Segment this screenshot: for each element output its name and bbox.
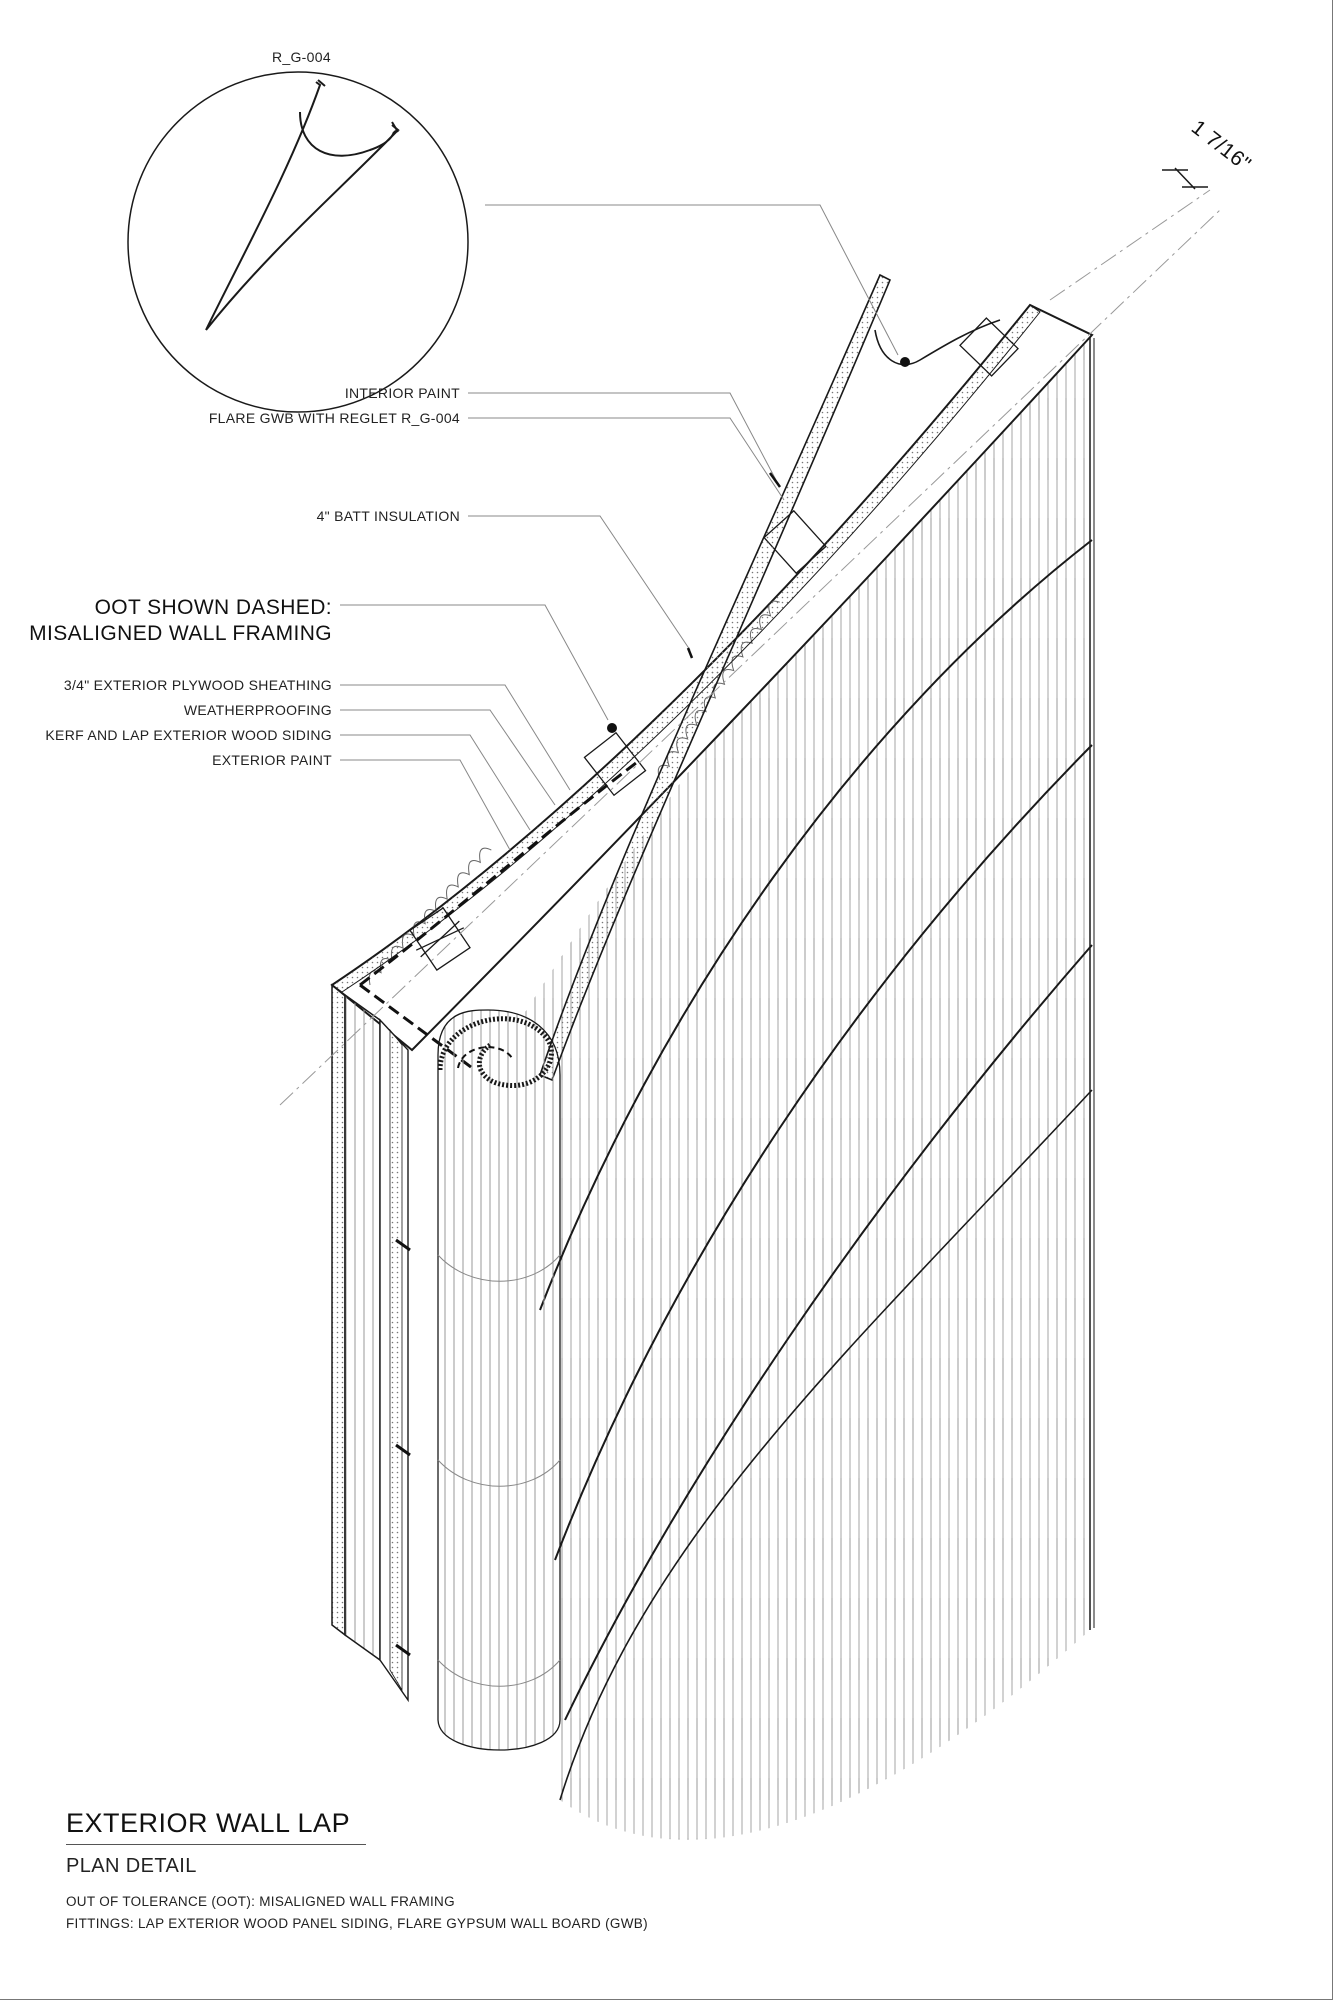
dimension-label: 1 7/16" <box>1187 116 1255 176</box>
rolled-siding-column <box>437 1009 561 1751</box>
bubble-leader <box>485 204 899 356</box>
note-fittings: FITTINGS: LAP EXTERIOR WOOD PANEL SIDING… <box>66 1916 648 1931</box>
callout-leaders <box>340 392 785 851</box>
siding-face-dashes <box>520 335 1090 1840</box>
left-plywood-edge <box>331 983 346 1637</box>
drawing-subtitle: PLAN DETAIL <box>66 1855 197 1877</box>
callout-siding: KERF AND LAP EXTERIOR WOOD SIDING <box>45 727 332 743</box>
callout-oot-line1: OOT SHOWN DASHED: <box>95 596 332 619</box>
lap-seam-3 <box>564 944 1093 1721</box>
callout-batt-insulation: 4" BATT INSULATION <box>317 508 460 524</box>
detail-ref-label: R_G-004 <box>272 49 331 65</box>
callout-oot-line2: MISALIGNED WALL FRAMING <box>29 622 332 645</box>
lap-seam-1 <box>539 539 1093 1311</box>
drawing-title: EXTERIOR WALL LAP <box>66 1808 351 1838</box>
callout-interior-paint: INTERIOR PAINT <box>345 385 460 401</box>
left-siding-edge <box>344 993 381 1662</box>
dimension-marker <box>1162 167 1208 190</box>
stud-4 <box>959 317 1019 377</box>
detail-bubble <box>127 71 469 413</box>
flare-gwb <box>539 273 892 1082</box>
panel-bottom-edge <box>559 1089 1093 1801</box>
title-rule <box>66 1844 366 1845</box>
lap-seam-2 <box>554 744 1093 1561</box>
plywood-layer <box>331 304 1041 993</box>
callout-weatherproofing: WEATHERPROOFING <box>184 702 332 718</box>
oot-point <box>607 723 617 733</box>
callout-exterior-paint: EXTERIOR PAINT <box>212 752 332 768</box>
callout-plywood: 3/4" EXTERIOR PLYWOOD SHEATHING <box>64 677 332 693</box>
detail-reglet-profile <box>205 81 400 331</box>
reglet-point <box>900 357 910 367</box>
stud-2 <box>583 731 647 797</box>
note-oot: OUT OF TOLERANCE (OOT): MISALIGNED WALL … <box>66 1894 455 1909</box>
notes: OUT OF TOLERANCE (OOT): MISALIGNED WALL … <box>66 1891 766 1935</box>
reglet-curve <box>874 319 1001 366</box>
stud-1 <box>409 907 471 971</box>
title-block: EXTERIOR WALL LAP PLAN DETAIL OUT OF TOL… <box>66 1806 766 1935</box>
callout-flare-gwb: FLARE GWB WITH REGLET R_G-004 <box>209 410 460 426</box>
